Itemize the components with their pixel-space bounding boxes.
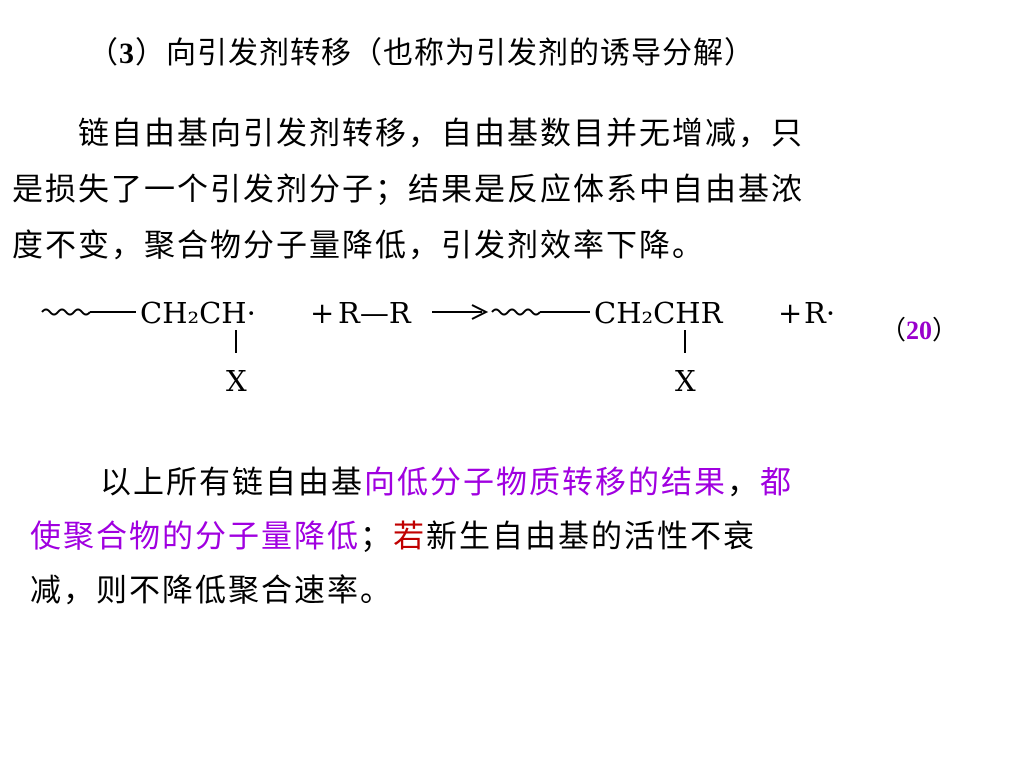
paragraph-summary: 以上所有链自由基向低分子物质转移的结果，都 使聚合物的分子量降低；若新生自由基的… (30, 456, 990, 618)
paragraph2-line2-d: 新生自由基的活性不衰 (426, 519, 756, 555)
emphasis-all: 都 (760, 465, 793, 501)
substituent-x-right: X (675, 364, 696, 398)
paragraph2-line1-a: 以上所有链自由基 (100, 465, 364, 501)
equation-number: （20） (880, 310, 958, 347)
equation-open-paren: （ (880, 316, 907, 345)
heading-close-paren: ） (135, 36, 166, 71)
reaction-arrow-head (471, 304, 489, 320)
paragraph2-line2: 使聚合物的分子量降低；若新生自由基的活性不衰 (30, 510, 990, 564)
reaction-equation: CH₂CH· X + R—R CH₂CHR X + R· (41, 296, 835, 398)
section-heading: （3）向引发剂转移（也称为引发剂的诱导分解） (88, 34, 755, 74)
reactant-chain-formula: CH₂CH· (140, 296, 256, 330)
plus-sign-1: + (310, 296, 334, 330)
paragraph-explanation: 链自由基向引发剂转移，自由基数目并无增减，只 是损失了一个引发剂分子；结果是反应… (12, 106, 972, 274)
emphasis-if: 若 (393, 519, 426, 555)
product-chain-formula: CH₂CHR (594, 296, 724, 330)
paragraph1-line3: 度不变，聚合物分子量降低，引发剂效率下降。 (12, 228, 705, 264)
plus-sign-2: + (778, 296, 802, 330)
equation-number-value: 20 (906, 316, 933, 345)
substituent-x-left: X (226, 364, 247, 398)
paragraph1-line1: 链自由基向引发剂转移，自由基数目并无增减，只 (78, 116, 804, 152)
equation-close-paren: ） (932, 316, 959, 345)
heading-text: 向引发剂转移（也称为引发剂的诱导分解） (166, 36, 755, 71)
emphasis-transfer-result: 向低分子物质转移的结果 (364, 465, 727, 501)
paragraph1-line2: 是损失了一个引发剂分子；结果是反应体系中自由基浓 (12, 172, 804, 208)
paragraph2-line2-b: ； (360, 519, 393, 555)
polymer-chain-wave-right (491, 308, 541, 316)
paragraph2-line3: 减，则不降低聚合速率。 (30, 573, 393, 609)
emphasis-molecular-weight-drop: 使聚合物的分子量降低 (30, 519, 360, 555)
initiator-formula: R—R (338, 296, 412, 330)
paragraph2-line1-c: ， (727, 465, 760, 501)
paragraph2-line1: 以上所有链自由基向低分子物质转移的结果，都 (30, 456, 990, 510)
heading-open-paren: （ (88, 36, 119, 71)
polymer-chain-wave-left (41, 308, 91, 316)
radical-byproduct: R· (804, 296, 835, 330)
heading-number: 3 (119, 37, 135, 70)
